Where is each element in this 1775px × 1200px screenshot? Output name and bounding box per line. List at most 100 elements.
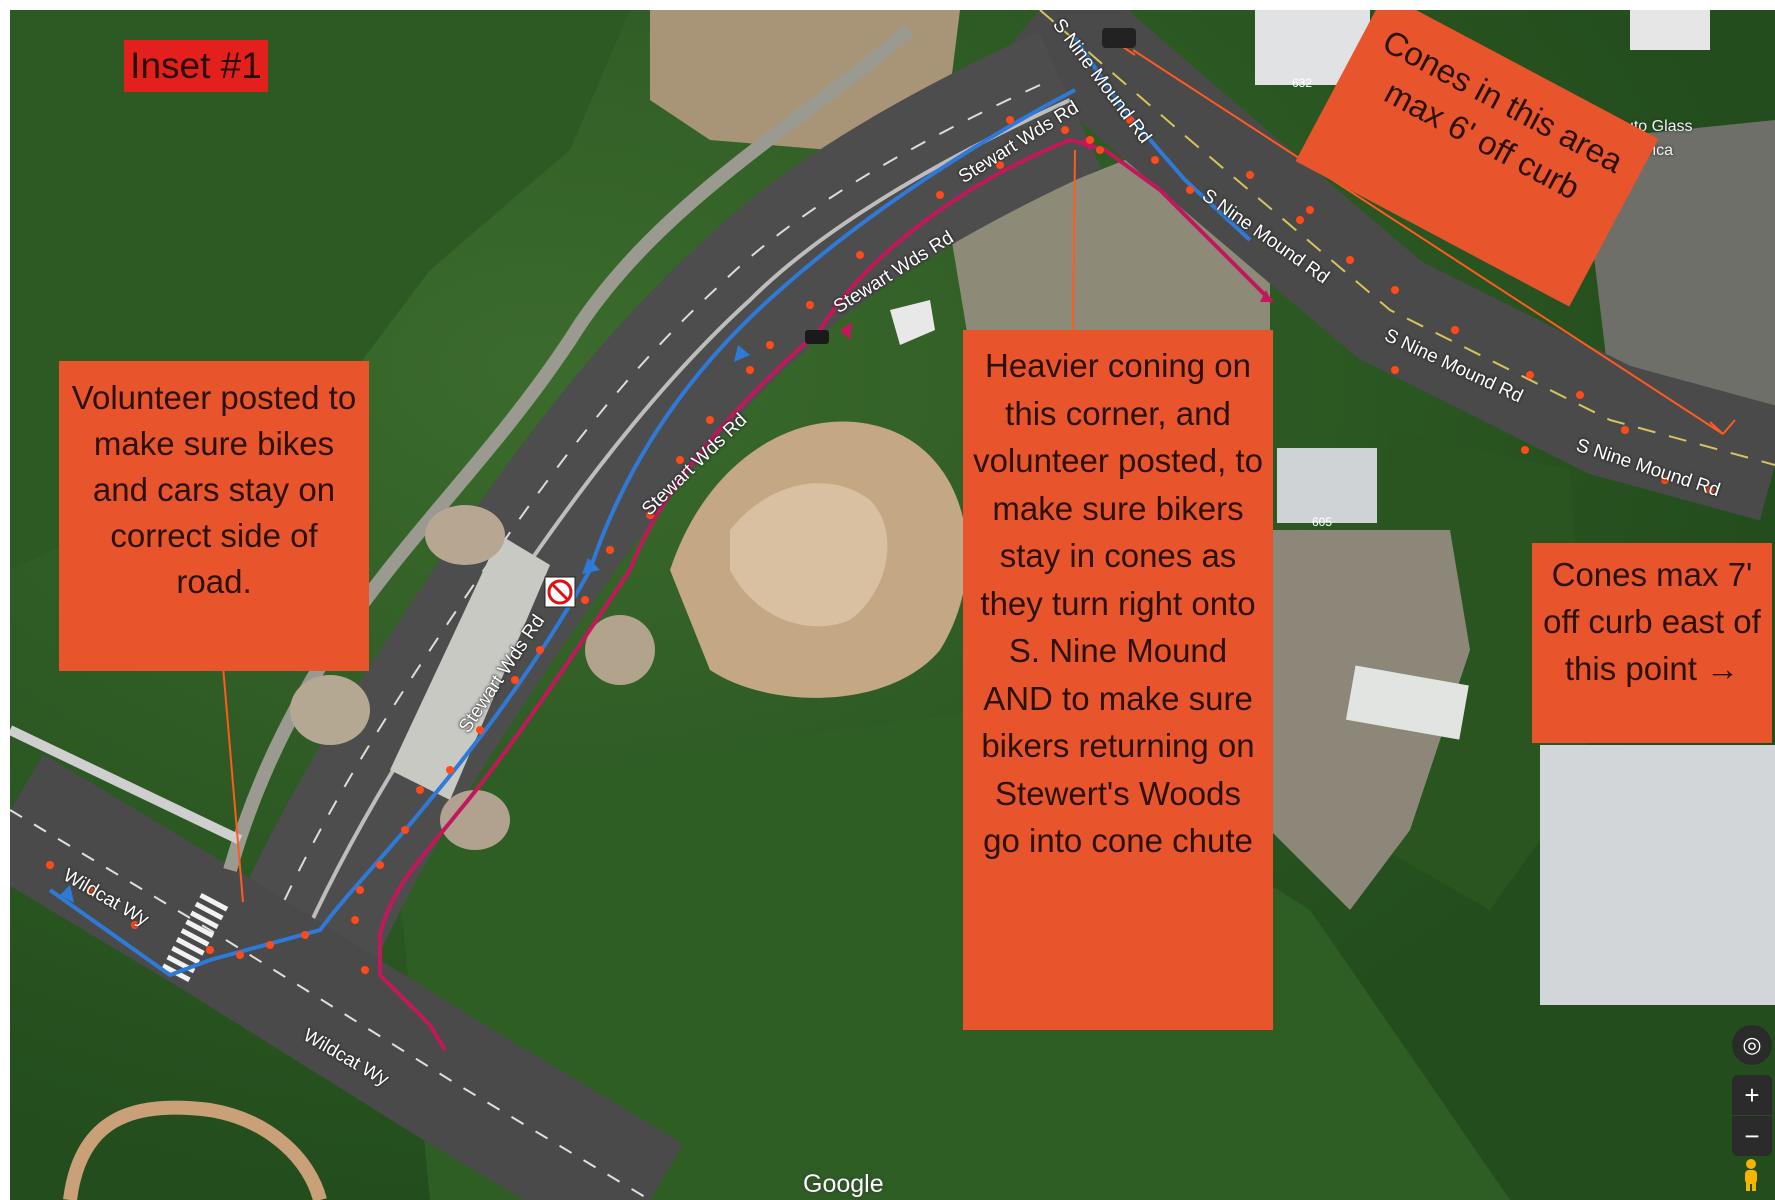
- cone-marker: [706, 416, 714, 424]
- google-attribution: Google: [803, 1170, 884, 1198]
- cone-marker: [676, 456, 684, 464]
- building-number: 605: [1312, 515, 1333, 529]
- cone-marker: [446, 766, 454, 774]
- route-outbound-arrow-2: [734, 345, 750, 362]
- building-shed: [1346, 665, 1469, 740]
- cone-marker: [1096, 146, 1104, 154]
- cone-marker: [401, 826, 409, 834]
- leader-heavier-coning: [1072, 149, 1076, 333]
- callout-text: Volunteer posted to make sure bikes and …: [71, 379, 357, 600]
- street-view-pegman-icon[interactable]: [1740, 1158, 1762, 1192]
- cone-marker: [266, 941, 274, 949]
- route-return: [378, 137, 1274, 1052]
- callout-text: Cones max 7' off curb east of this point…: [1543, 556, 1761, 687]
- leader-cones-6ft-return: [1722, 419, 1736, 435]
- cone-marker: [351, 916, 359, 924]
- sidewalk-stewart: [223, 24, 915, 872]
- route-return-arrow-3: [1260, 290, 1272, 302]
- road-wildcat-line: [10, 809, 651, 1200]
- cone-marker: [476, 726, 484, 734]
- cone-marker: [1061, 126, 1069, 134]
- zoom-in-button[interactable]: +: [1732, 1075, 1772, 1115]
- cone-markers: [46, 116, 1714, 974]
- callout-heavier-coning: Heavier coning on this corner, and volun…: [963, 330, 1273, 1030]
- cone-marker: [376, 861, 384, 869]
- cone-marker: [1391, 286, 1399, 294]
- cone-marker: [1006, 116, 1014, 124]
- cone-marker: [1306, 206, 1314, 214]
- cone-marker: [1391, 366, 1399, 374]
- no-turn-sign-circle: [547, 579, 573, 605]
- cone-marker: [46, 861, 54, 869]
- route-outbound-arrow-1: [582, 558, 600, 574]
- cone-marker: [1126, 116, 1134, 124]
- cone-marker: [1186, 186, 1194, 194]
- running-track: [63, 1100, 327, 1200]
- cone-marker: [806, 301, 814, 309]
- cone-marker: [746, 366, 754, 374]
- cone-marker: [646, 511, 654, 519]
- truck: [890, 300, 935, 345]
- callout-volunteer-roadside: Volunteer posted to make sure bikes and …: [59, 361, 369, 671]
- leader-volunteer: [222, 665, 244, 903]
- rubble-1: [425, 505, 505, 565]
- cone-marker: [361, 966, 369, 974]
- cone-marker: [1346, 256, 1354, 264]
- cone-marker: [1706, 486, 1714, 494]
- cone-marker: [856, 251, 864, 259]
- cone-marker: [1086, 136, 1094, 144]
- building-northeast: [1630, 10, 1710, 50]
- rubble-2: [290, 675, 370, 745]
- building-small: [1277, 448, 1377, 523]
- cone-marker: [131, 921, 139, 929]
- cone-marker: [356, 886, 364, 894]
- cone-marker: [1151, 156, 1159, 164]
- route-outbound-arrow-3: [60, 885, 74, 903]
- dirt-pile-top: [730, 483, 888, 627]
- cone-marker: [1621, 426, 1629, 434]
- no-turn-sign-slash: [550, 582, 570, 602]
- cone-marker: [86, 886, 94, 894]
- cone-marker: [1246, 171, 1254, 179]
- cone-marker: [1576, 391, 1584, 399]
- road-nine-mound-centerline: [1039, 10, 1775, 466]
- route-outbound: [48, 36, 1252, 978]
- road-stewart-lane: [259, 84, 1041, 956]
- cone-marker: [1451, 326, 1459, 334]
- minus-icon: −: [1744, 1121, 1760, 1151]
- callout-cones-7ft: Cones max 7' off curb east of this point…: [1532, 543, 1772, 743]
- cone-marker: [206, 946, 214, 954]
- cone-marker: [1521, 446, 1529, 454]
- cone-marker: [1526, 371, 1534, 379]
- locate-icon: ◎: [1742, 1032, 1762, 1057]
- rubble-3: [585, 615, 655, 685]
- route-return-arrow-2: [840, 322, 852, 340]
- road-stewart-median: [288, 98, 1071, 971]
- cone-marker: [1296, 216, 1304, 224]
- cone-marker: [536, 646, 544, 654]
- grass-patch-south: [390, 710, 1510, 1200]
- bridge-deck: [390, 535, 550, 800]
- cone-marker: [511, 676, 519, 684]
- vehicle: [1102, 28, 1136, 48]
- locate-button[interactable]: ◎: [1732, 1025, 1772, 1065]
- building-number: 632: [1292, 76, 1313, 90]
- plus-icon: +: [1744, 1080, 1760, 1110]
- cone-marker: [581, 596, 589, 604]
- zoom-out-button[interactable]: −: [1732, 1116, 1772, 1156]
- parking-east: [1580, 120, 1775, 430]
- callout-text: Heavier coning on this corner, and volun…: [973, 347, 1263, 859]
- cone-marker: [996, 161, 1004, 169]
- vehicle: [805, 330, 829, 344]
- cone-marker: [236, 951, 244, 959]
- cone-marker: [766, 341, 774, 349]
- cone-marker: [301, 931, 309, 939]
- inset-label: Inset #1: [124, 40, 268, 92]
- cone-marker: [936, 191, 944, 199]
- cone-marker: [1661, 476, 1669, 484]
- rubble-4: [440, 790, 510, 850]
- sidewalk-west: [10, 725, 243, 845]
- crosswalk-west: [161, 892, 229, 983]
- aerial-map[interactable]: Inset #1 S Nine Mound Rd S Nine Mound Rd…: [10, 10, 1775, 1200]
- building-southeast: [1540, 745, 1775, 1005]
